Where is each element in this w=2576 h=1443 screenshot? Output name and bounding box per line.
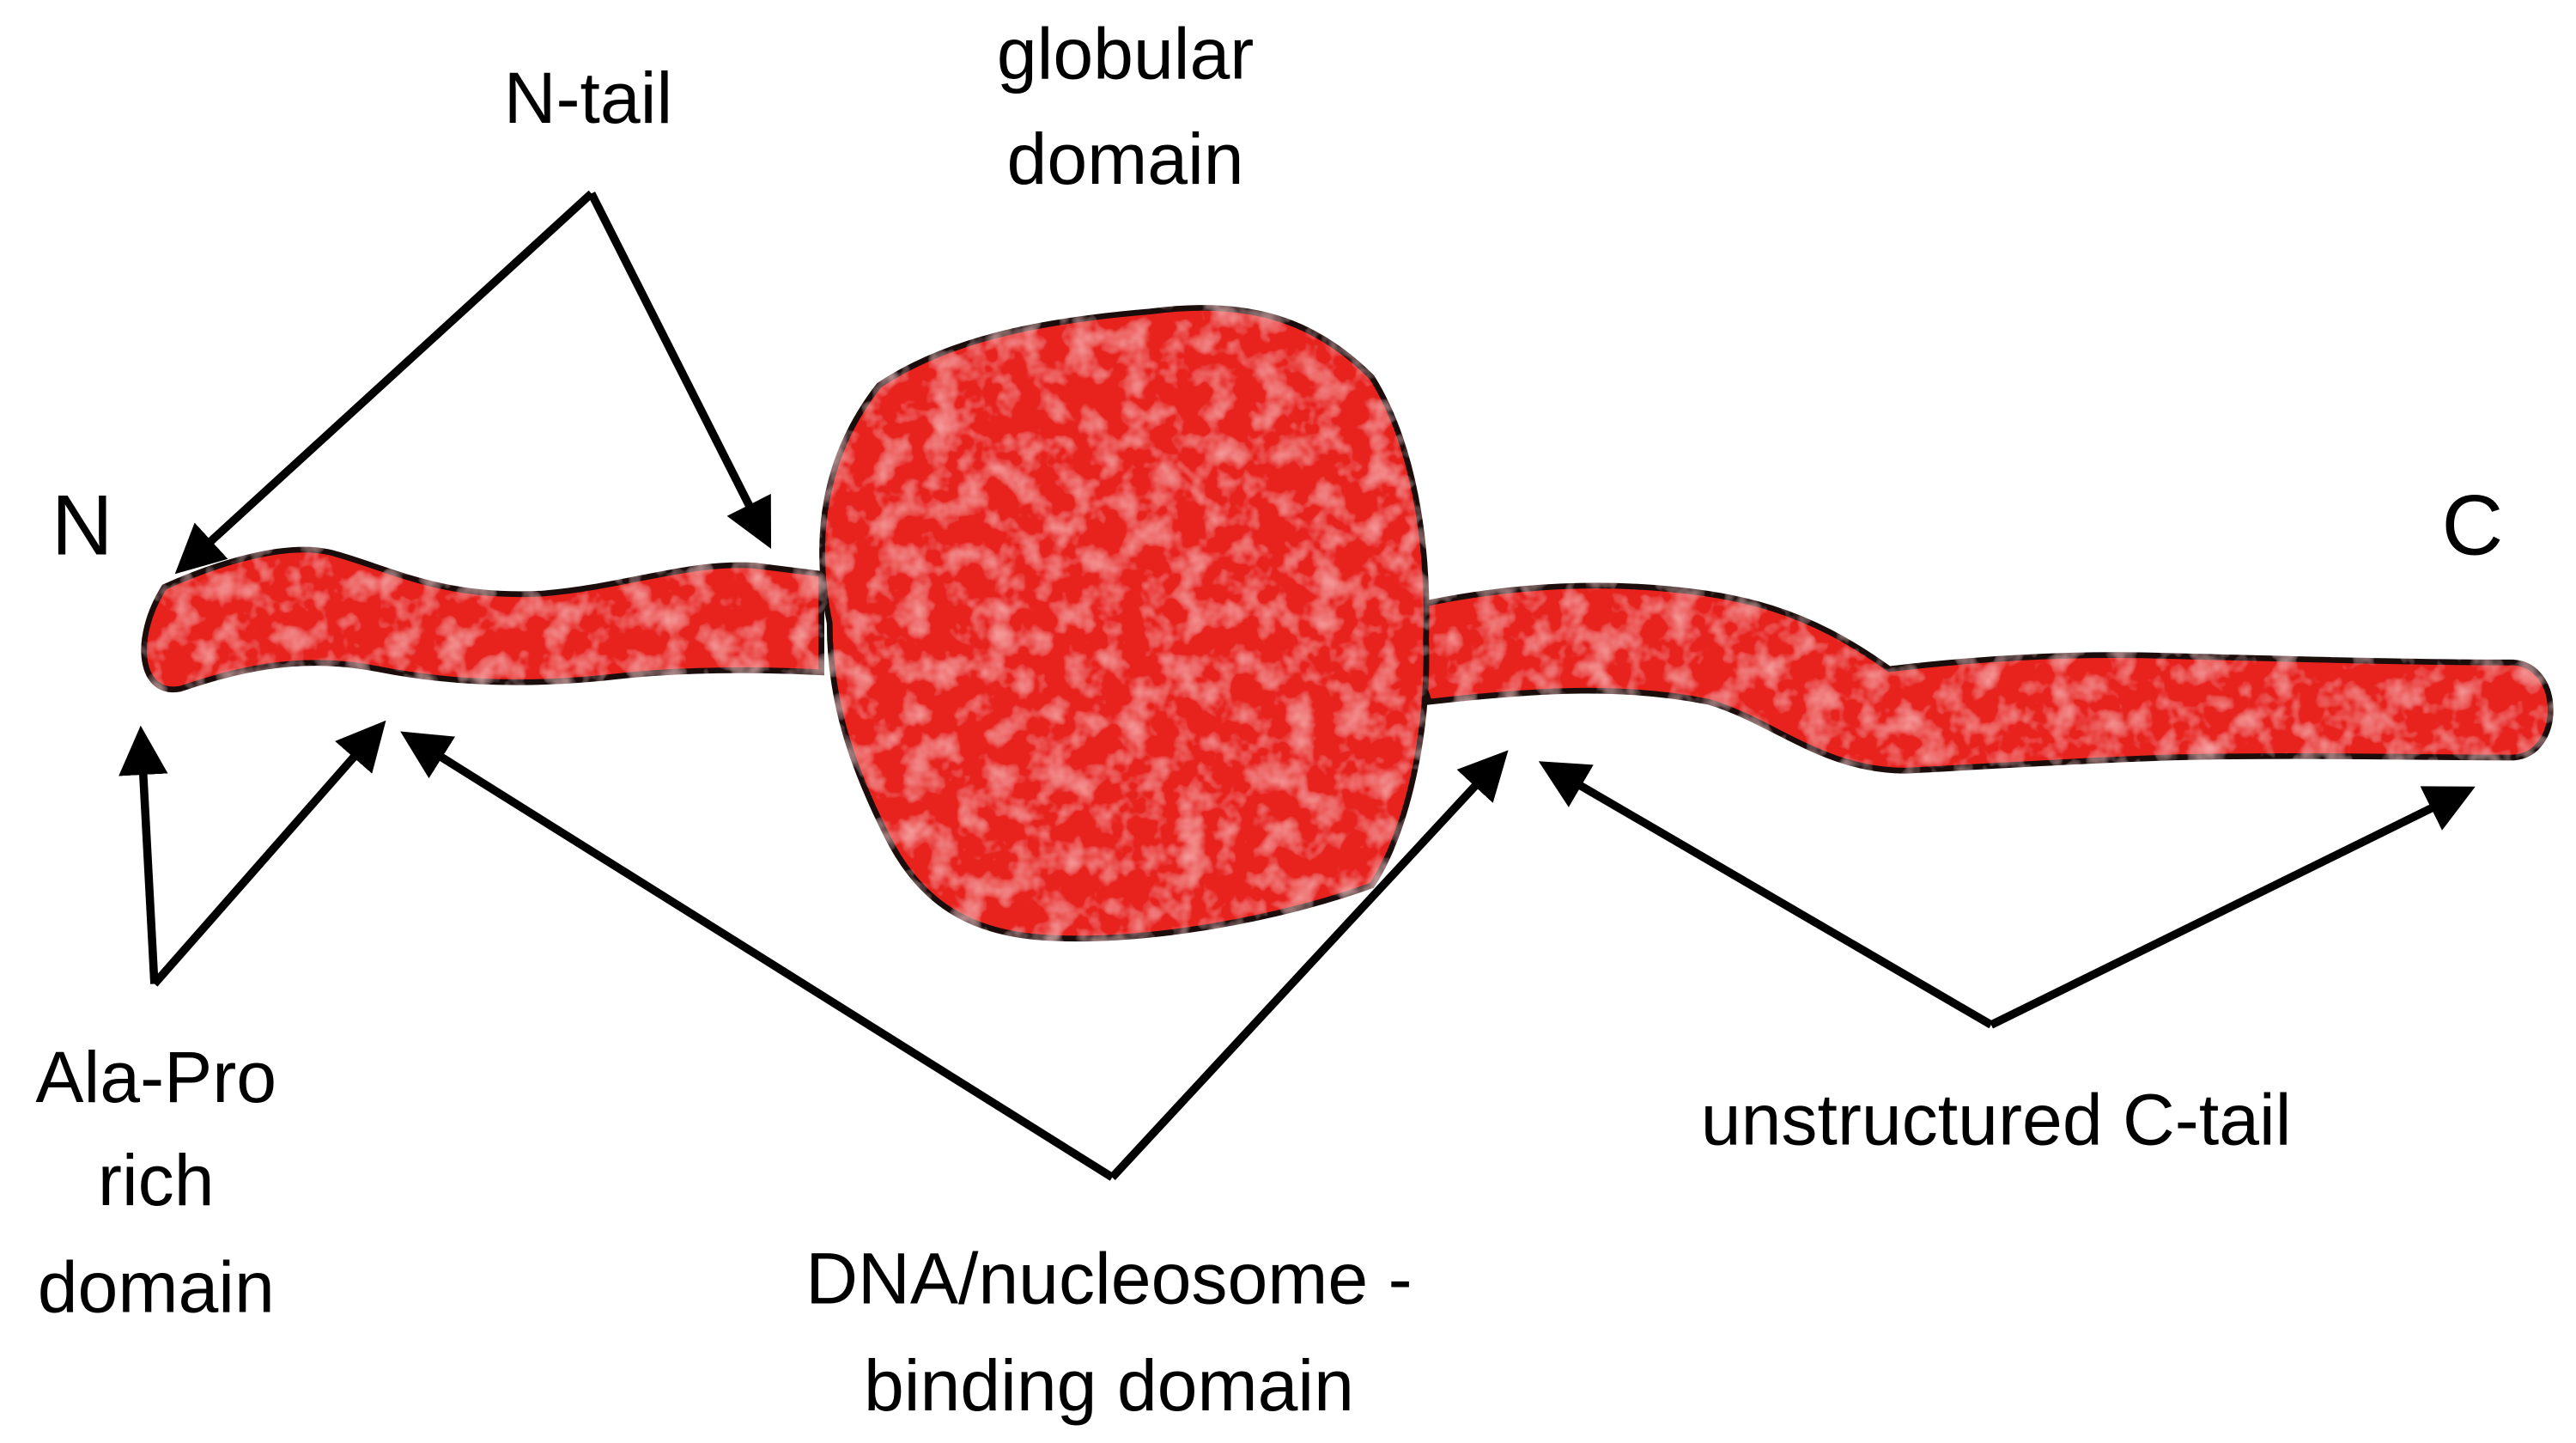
dna-binding-label-line2: binding domain: [864, 1345, 1354, 1426]
dna-binding-arrow-right: [1109, 750, 1509, 1180]
n-terminus-label: N: [52, 478, 113, 573]
dna-binding-arrow-left: [400, 731, 1115, 1181]
globular-label-line2: domain: [1007, 119, 1244, 199]
globular-label-line1: globular: [997, 14, 1254, 94]
n-terminal-tail: [141, 546, 824, 693]
ala-pro-label-line2: rich: [98, 1140, 215, 1221]
c-terminus-label: C: [2442, 478, 2504, 573]
n-tail-arrow-right: [587, 192, 772, 549]
n-tail-label: N-tail: [504, 58, 672, 138]
c-tail-arrow-right: [1989, 786, 2476, 1029]
c-terminal-tail: [1392, 582, 2554, 774]
ala-pro-arrow-left: [118, 725, 168, 984]
ala-pro-arrow-right: [151, 720, 386, 987]
c-tail-arrow-left: [1538, 761, 1994, 1029]
ala-pro-label-line1: Ala-Pro: [35, 1037, 276, 1117]
c-tail-label: unstructured C-tail: [1701, 1080, 2292, 1160]
n-tail-arrow-left: [174, 190, 595, 575]
ala-pro-label-line3: domain: [38, 1246, 275, 1327]
globular-domain: [819, 305, 1430, 942]
dna-binding-label-line1: DNA/nucleosome -: [805, 1239, 1412, 1319]
